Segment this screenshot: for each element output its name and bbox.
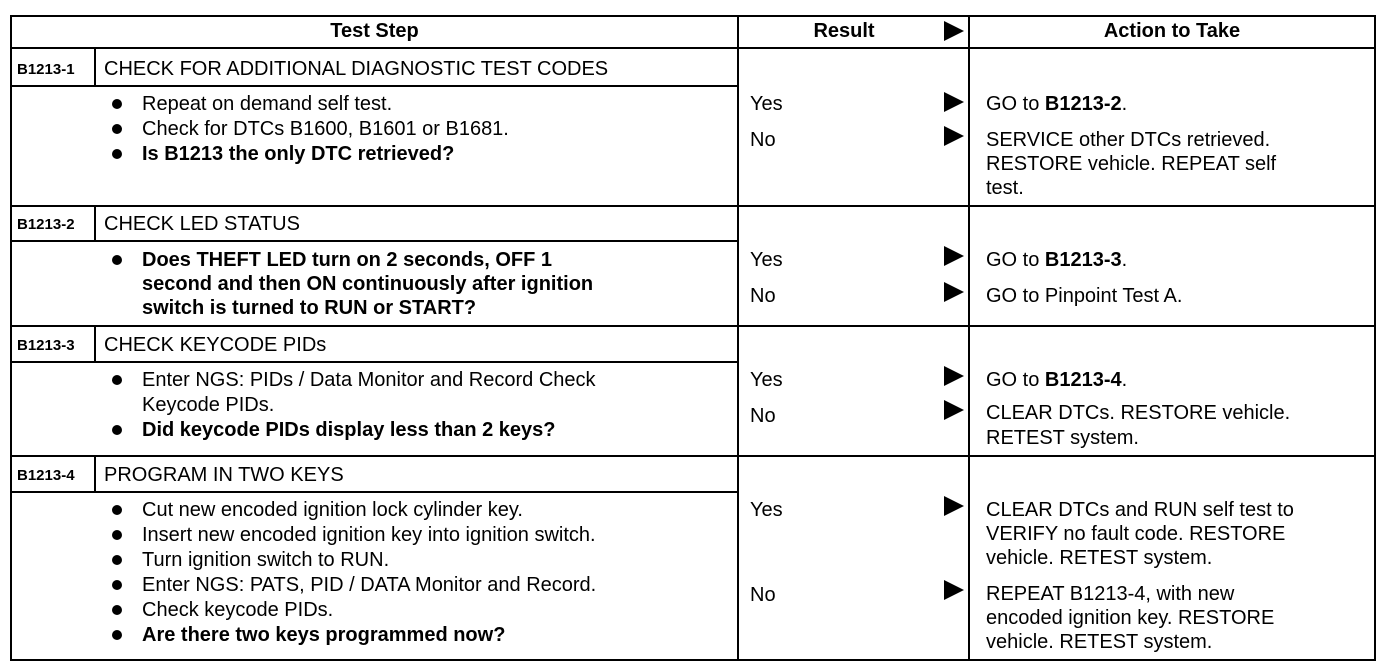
header-bottom-border <box>10 47 1376 49</box>
action-prefix: GO to <box>986 93 1045 115</box>
step-question: Is B1213 the only DTC retrieved? <box>142 143 455 165</box>
arrow-right-icon <box>944 126 964 146</box>
action-yes: GO to B1213-3. <box>986 248 1127 272</box>
bullet-icon <box>112 555 122 565</box>
bullet-icon <box>112 255 122 265</box>
action-no-line: RESTORE vehicle. REPEAT self <box>986 153 1277 175</box>
step-title: PROGRAM IN TWO KEYS <box>104 464 344 486</box>
header-test-step: Test Step <box>330 20 419 42</box>
bullet-icon <box>112 530 122 540</box>
bullet-icon <box>112 505 122 515</box>
arrow-right-icon <box>944 366 964 386</box>
step-question: switch is turned to RUN or START? <box>142 297 477 319</box>
code-cell-divider <box>94 457 96 492</box>
step-title: CHECK LED STATUS <box>104 213 300 235</box>
bullet-icon <box>112 580 122 590</box>
header-action: Action to Take <box>1103 20 1241 42</box>
action-no-line: REPEAT B1213-4, with new <box>986 583 1235 605</box>
action-suffix: . <box>1121 369 1128 391</box>
arrow-right-icon <box>944 282 964 302</box>
title-row-border <box>10 240 738 242</box>
step-question: Are there two keys programmed now? <box>142 624 506 646</box>
code-cell-divider <box>94 49 96 86</box>
step-separator <box>10 455 1376 457</box>
bullet-icon <box>112 425 122 435</box>
step-item: Cut new encoded ignition lock cylinder k… <box>142 499 523 521</box>
table-bottom-border <box>10 659 1376 661</box>
step-title: CHECK KEYCODE PIDs <box>104 334 327 356</box>
bullet-icon <box>112 124 122 134</box>
action-yes-line: vehicle. RETEST system. <box>986 547 1213 569</box>
result-no: No <box>750 285 776 307</box>
result-no: No <box>750 405 776 427</box>
step-reference: B1213-4 <box>1044 369 1122 391</box>
step-code: B1213-2 <box>17 216 75 233</box>
bullet-icon <box>112 99 122 109</box>
step-reference: B1213-2 <box>1044 93 1122 115</box>
step-item: Enter NGS: PATS, PID / DATA Monitor and … <box>142 574 597 596</box>
result-yes: Yes <box>750 369 783 391</box>
title-row-border <box>10 491 738 493</box>
action-no-line: RETEST system. <box>986 427 1139 449</box>
arrow-right-icon <box>944 400 964 420</box>
action-yes: GO to B1213-2. <box>986 92 1127 116</box>
code-cell-divider <box>94 327 96 362</box>
bullet-icon <box>112 375 122 385</box>
action-no-line: GO to Pinpoint Test A. <box>986 285 1183 307</box>
header-arrow-icon <box>944 21 964 41</box>
step-reference: B1213-3 <box>1044 249 1122 271</box>
action-no-line: vehicle. RETEST system. <box>986 631 1213 653</box>
action-yes: GO to B1213-4. <box>986 368 1127 392</box>
action-prefix: GO to <box>986 249 1045 271</box>
action-no-line: CLEAR DTCs. RESTORE vehicle. <box>986 402 1291 424</box>
bullet-icon <box>112 605 122 615</box>
result-column-divider <box>737 15 739 661</box>
table-top-border <box>10 15 1376 17</box>
step-title: CHECK FOR ADDITIONAL DIAGNOSTIC TEST COD… <box>104 58 609 80</box>
arrow-right-icon <box>944 580 964 600</box>
action-yes-line: CLEAR DTCs and RUN self test to <box>986 499 1294 521</box>
result-no: No <box>750 584 776 606</box>
step-item: Turn ignition switch to RUN. <box>142 549 390 571</box>
step-code: B1213-3 <box>17 337 75 354</box>
result-no: No <box>750 129 776 151</box>
step-separator <box>10 325 1376 327</box>
step-item: Keycode PIDs. <box>142 394 275 416</box>
step-question: second and then ON continuously after ig… <box>142 273 594 295</box>
action-no-line: SERVICE other DTCs retrieved. <box>986 129 1271 151</box>
table-left-border <box>10 15 12 661</box>
step-question: Does THEFT LED turn on 2 seconds, OFF 1 <box>142 249 553 271</box>
bullet-icon <box>112 630 122 640</box>
title-row-border <box>10 85 738 87</box>
result-yes: Yes <box>750 499 783 521</box>
step-question: Did keycode PIDs display less than 2 key… <box>142 419 556 441</box>
action-column-divider <box>968 15 970 661</box>
step-item: Check for DTCs B1600, B1601 or B1681. <box>142 118 509 140</box>
title-row-border <box>10 361 738 363</box>
action-yes-line: VERIFY no fault code. RESTORE <box>986 523 1286 545</box>
arrow-right-icon <box>944 496 964 516</box>
action-prefix: GO to <box>986 369 1045 391</box>
action-suffix: . <box>1121 93 1128 115</box>
step-item: Check keycode PIDs. <box>142 599 334 621</box>
table-right-border <box>1374 15 1376 661</box>
result-yes: Yes <box>750 249 783 271</box>
action-suffix: . <box>1121 249 1128 271</box>
action-no-line: encoded ignition key. RESTORE <box>986 607 1275 629</box>
header-result: Result <box>813 20 875 42</box>
result-yes: Yes <box>750 93 783 115</box>
step-item: Repeat on demand self test. <box>142 93 393 115</box>
arrow-right-icon <box>944 246 964 266</box>
step-code: B1213-1 <box>17 61 75 78</box>
code-cell-divider <box>94 207 96 241</box>
arrow-right-icon <box>944 92 964 112</box>
step-separator <box>10 205 1376 207</box>
action-no-line: test. <box>986 177 1024 199</box>
step-item: Enter NGS: PIDs / Data Monitor and Recor… <box>142 369 596 391</box>
step-item: Insert new encoded ignition key into ign… <box>142 524 596 546</box>
bullet-icon <box>112 149 122 159</box>
step-code: B1213-4 <box>17 467 75 484</box>
